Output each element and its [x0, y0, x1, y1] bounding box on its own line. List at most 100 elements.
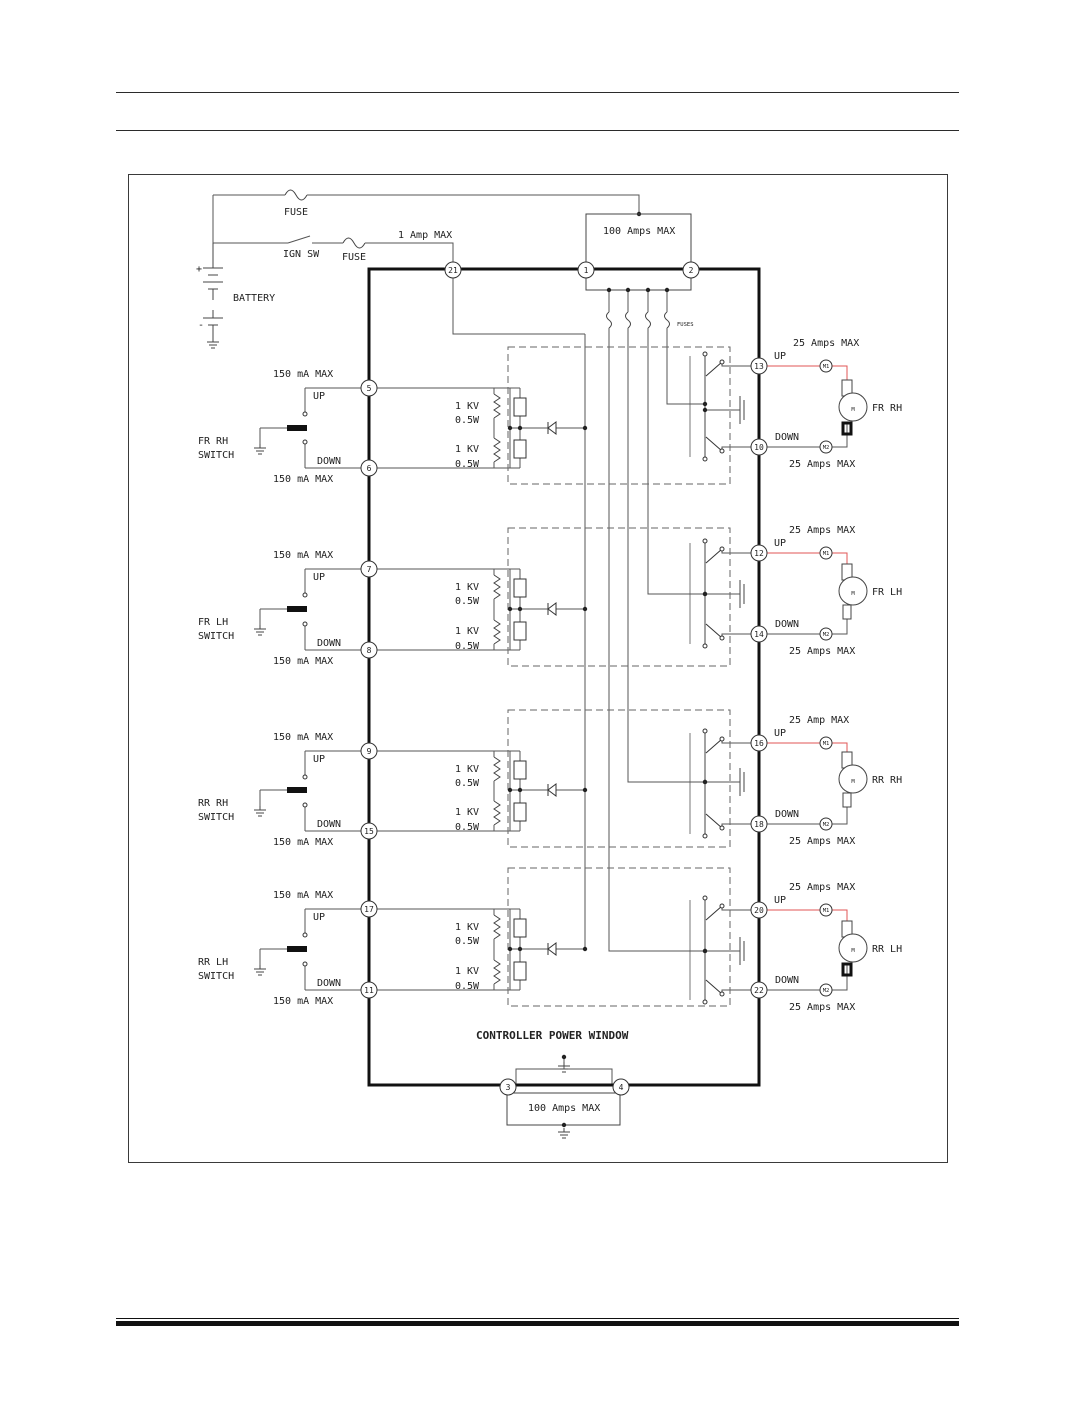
fuse-top-symbol [284, 189, 308, 201]
switch-name-label: RR RH [198, 798, 228, 809]
wire-fuse-feed [608, 328, 705, 952]
motor-name-label: RR LH [872, 944, 902, 955]
amps-down-label: 25 Amps MAX [789, 459, 855, 470]
amps-down-label: 25 Amps MAX [789, 1002, 855, 1013]
pin-motor-up-label: 12 [754, 549, 764, 558]
bus-junction [582, 946, 588, 952]
amps-up-label: 25 Amps MAX [793, 338, 859, 349]
relay-coil-up [513, 397, 527, 417]
w-down-label: 0.5W [455, 981, 480, 992]
top-100-amps-label: 100 Amps MAX [603, 226, 675, 237]
ign-sw-label: IGN SW [283, 249, 320, 260]
pin-switch-down-label: 15 [364, 827, 374, 836]
switch-up-label: UP [313, 754, 325, 765]
fuse-bus-dot [606, 287, 612, 293]
wire-motor-feed [832, 365, 848, 380]
pin-switch-down [360, 459, 378, 477]
switch-down-label: DOWN [317, 638, 341, 649]
relay-blade-up [705, 738, 723, 754]
pin-motor-up-label: 20 [754, 906, 764, 915]
resistor-up [493, 914, 501, 940]
motor-terminal-m2 [819, 627, 833, 641]
wire-relay-down-out [721, 633, 751, 638]
bottom-ground-bottom [558, 1128, 570, 1139]
feed-junction [702, 779, 708, 785]
pin-switch-down [360, 981, 378, 999]
motor-brush-bottom [841, 421, 853, 436]
motor-brush-bottom [842, 792, 852, 808]
m2-label: M2 [823, 988, 830, 994]
relay-coil-up [513, 760, 527, 780]
ma-150-up-label: 150 mA MAX [273, 550, 333, 561]
w-up-label: 0.5W [455, 936, 480, 947]
switch-name-sub-label: SWITCH [198, 631, 234, 642]
m1-label: M1 [823, 364, 830, 370]
ma-150-up-label: 150 mA MAX [273, 732, 333, 743]
relay-contact [719, 991, 725, 997]
fuse-bus-dot [664, 287, 670, 293]
pin-motor-up-label: 16 [754, 739, 764, 748]
pin-motor-down-label: 18 [754, 820, 764, 829]
wire-relay-down-out [721, 446, 751, 451]
m1-label: M1 [823, 741, 830, 747]
bottom-ground-junction [561, 1054, 567, 1060]
wire-fuse-feed [666, 328, 705, 405]
amps-up-label: 25 Amps MAX [789, 882, 855, 893]
diode [547, 421, 557, 435]
m2-label: M2 [823, 822, 830, 828]
wire-relay-up-out [721, 906, 751, 911]
kv-down-label: 1 KV [455, 626, 479, 637]
motor-down-label: DOWN [775, 975, 799, 986]
resistor-down [493, 800, 501, 826]
switch-ground [254, 444, 266, 455]
pin-2 [682, 261, 700, 279]
pin-3-label: 3 [506, 1083, 511, 1092]
pin-switch-down [360, 641, 378, 659]
fuse-ign-symbol [342, 237, 366, 249]
relay-blade-down [705, 979, 723, 995]
pin-motor-up [750, 901, 768, 919]
resistor-down [493, 959, 501, 985]
pin-motor-down-label: 14 [754, 630, 764, 639]
amps-up-label: 25 Amp MAX [789, 715, 849, 726]
relay-contact [702, 728, 708, 734]
relay-coil-down [513, 621, 527, 641]
coil-junction [517, 946, 523, 952]
switch-contact-down [302, 621, 308, 627]
coil-junction [517, 425, 523, 431]
ma-150-down-label: 150 mA MAX [273, 474, 333, 485]
bottom-100-amps-label: 100 Amps MAX [528, 1103, 600, 1114]
w-up-label: 0.5W [455, 596, 480, 607]
w-down-label: 0.5W [455, 822, 480, 833]
relay-blade-down [705, 436, 723, 452]
relay-contact [702, 456, 708, 462]
motor-symbol [838, 933, 868, 963]
kv-up-label: 1 KV [455, 582, 479, 593]
switch-name-label: RR LH [198, 957, 228, 968]
w-down-label: 0.5W [455, 459, 480, 470]
fuse-bus-dot [625, 287, 631, 293]
kv-down-label: 1 KV [455, 966, 479, 977]
ma-150-down-label: 150 mA MAX [273, 837, 333, 848]
pin-motor-up-label: 13 [754, 362, 764, 371]
coil-junction [517, 606, 523, 612]
pin-1-label: 1 [584, 266, 589, 275]
switch-contact-up [302, 411, 308, 417]
relay-module-box [507, 527, 731, 667]
motor-m-label: M [851, 591, 855, 597]
pin-switch-up [360, 560, 378, 578]
pin-4 [612, 1078, 630, 1096]
motor-m-label: M [851, 407, 855, 413]
bus-junction [582, 425, 588, 431]
pin-switch-up [360, 900, 378, 918]
wire-fuse-top-right [307, 194, 640, 214]
m2-label: M2 [823, 632, 830, 638]
pin-switch-down [360, 822, 378, 840]
coil-junction [517, 787, 523, 793]
switch-name-label: FR RH [198, 436, 228, 447]
wire-motor-return [832, 424, 848, 448]
motor-terminal-m2 [819, 440, 833, 454]
pin-switch-down-label: 8 [367, 646, 372, 655]
header-rule-top [116, 92, 959, 93]
